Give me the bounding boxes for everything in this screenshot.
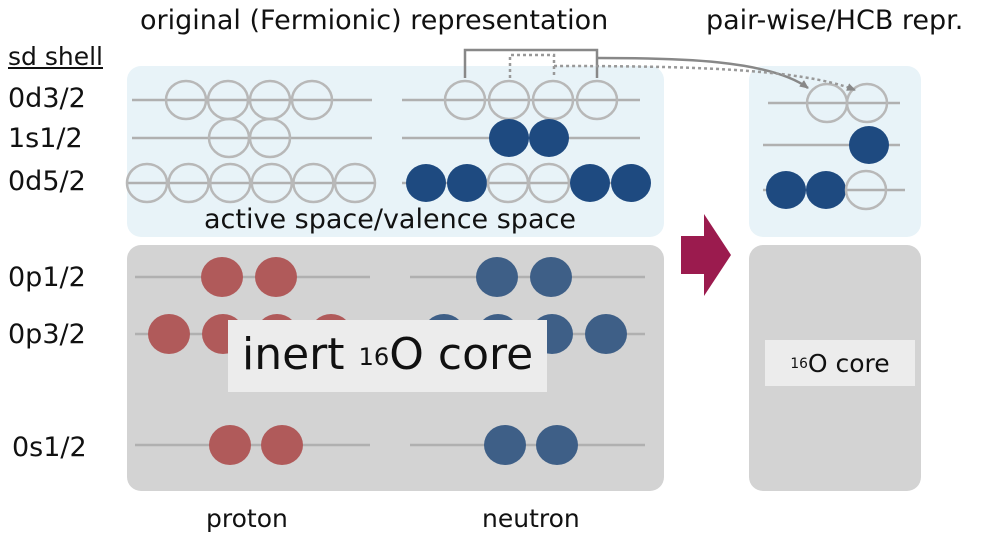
neutron-0s1-2-orbital xyxy=(536,425,578,465)
proton-0d5-2-orbital xyxy=(250,162,294,204)
inert-core-suffix: O core xyxy=(389,329,534,380)
mapping-arrow-solid xyxy=(596,56,809,90)
neutron-0d5-2-orbital xyxy=(447,164,487,202)
neutron-0d3-2-orbital xyxy=(443,79,487,121)
hcb-0d5-2-orbital xyxy=(766,171,806,209)
pair-bracket-solid xyxy=(463,48,599,78)
hcb-core-suffix: O core xyxy=(807,348,890,378)
pair-bracket-dotted xyxy=(508,53,556,78)
proton-1s1-2-orbital xyxy=(248,117,292,159)
proton-0d3-2-orbital xyxy=(164,79,208,121)
level-label-0d5-2: 0d5/2 xyxy=(8,166,86,197)
proton-0d5-2-orbital xyxy=(292,162,335,204)
transform-arrow-icon xyxy=(681,214,731,296)
proton-0d3-2-orbital xyxy=(290,79,334,121)
neutron-0d5-2-orbital xyxy=(570,164,610,202)
proton-0s1-2-orbital xyxy=(261,425,303,465)
neutron-0d5-2-orbital xyxy=(406,164,446,202)
neutron-column-label: neutron xyxy=(482,504,580,533)
hcb-core-mass: 16 xyxy=(790,355,808,372)
level-label-0p1-2: 0p1/2 xyxy=(8,262,86,293)
proton-0d5-2-orbital xyxy=(208,162,252,204)
neutron-0p3-2-orbital xyxy=(585,314,627,354)
hcb-0d5-2-orbital xyxy=(806,171,846,209)
neutron-1s1-2-orbital xyxy=(529,119,569,157)
pairwise-representation-heading: pair-wise/HCB repr. xyxy=(706,5,964,36)
proton-0p1-2-orbital xyxy=(201,257,243,297)
mapping-arrow-dotted xyxy=(553,64,856,92)
neutron-0p1-2-orbital xyxy=(476,257,518,297)
level-label-0d3-2: 0d3/2 xyxy=(8,83,86,114)
neutron-0d5-2-orbital xyxy=(611,164,651,202)
neutron-0d5-2-orbital xyxy=(527,162,571,204)
neutron-1s1-2-orbital xyxy=(489,119,529,157)
original-representation-heading: original (Fermionic) representation xyxy=(140,5,609,36)
inert-core-prefix: inert xyxy=(242,329,359,380)
hcb-1s1-2-orbital xyxy=(849,126,889,164)
neutron-0d3-2-orbital xyxy=(575,79,619,121)
proton-column-label: proton xyxy=(206,504,288,533)
neutron-0p1-2-orbital xyxy=(530,257,572,297)
proton-0d5-2-orbital xyxy=(333,162,377,204)
proton-0d5-2-orbital xyxy=(167,162,210,204)
proton-0p1-2-orbital xyxy=(255,257,297,297)
level-label-0s1-2: 0s1/2 xyxy=(12,432,87,463)
hcb-0d3-2-orbital xyxy=(845,82,889,124)
active-space-label: active space/valence space xyxy=(204,204,576,235)
hcb-active-space-panel xyxy=(749,66,921,237)
level-label-0p3-2: 0p3/2 xyxy=(8,319,86,350)
proton-0s1-2-orbital xyxy=(209,425,251,465)
level-label-1s1-2: 1s1/2 xyxy=(8,123,83,154)
neutron-0d3-2-orbital xyxy=(531,79,575,121)
inert-core-mass: 16 xyxy=(358,343,390,372)
proton-0d5-2-orbital xyxy=(125,162,169,204)
neutron-0s1-2-orbital xyxy=(484,425,526,465)
sd-shell-title: sd shell xyxy=(8,42,103,71)
hcb-0d5-2-orbital xyxy=(844,169,888,211)
proton-0p3-2-orbital xyxy=(148,314,190,354)
